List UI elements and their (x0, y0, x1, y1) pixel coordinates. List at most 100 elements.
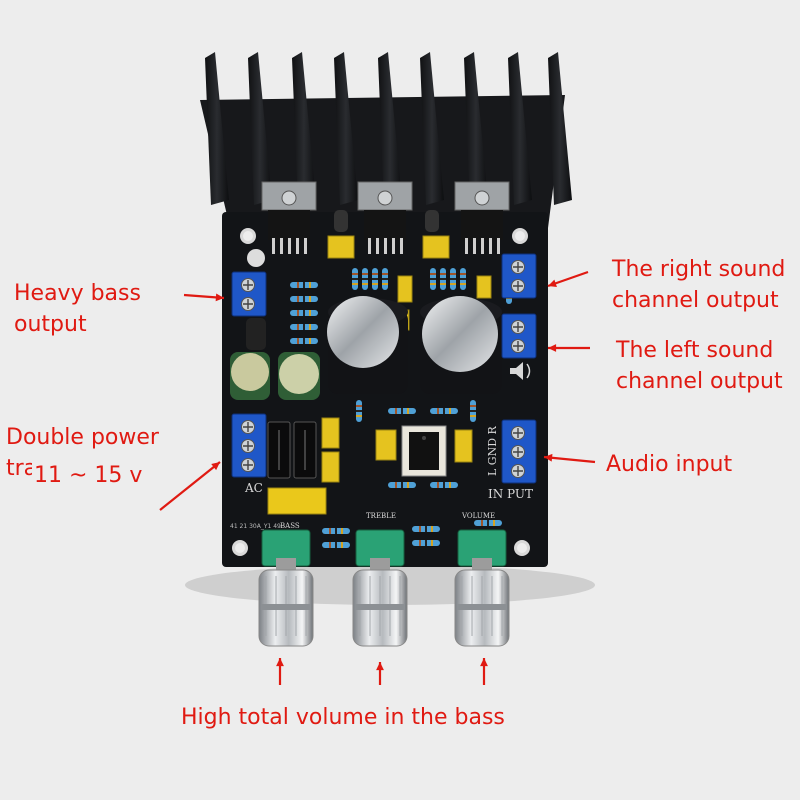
ic-pin (384, 238, 387, 254)
heavy-bass-output-label: Heavy bass output (14, 281, 141, 337)
resistor-band (341, 542, 343, 548)
resistor-band (341, 528, 343, 534)
ic-pin (481, 238, 484, 254)
resistor-band (372, 283, 378, 285)
arrow-head (544, 453, 553, 462)
arrow-head (215, 293, 224, 302)
resistor-band (297, 324, 299, 330)
terminal-screw-slot (243, 460, 253, 470)
double-power-label: Double power tra (6, 425, 159, 481)
terminal-screw-slot (513, 447, 523, 457)
resistor-band (297, 282, 299, 288)
knob-band (355, 604, 405, 610)
heatsink-fin (248, 52, 272, 205)
resistor-band (450, 273, 456, 275)
filter-capacitors (230, 210, 439, 400)
resistor-band (309, 324, 311, 330)
ic-pin (400, 238, 403, 254)
pot-shaft (370, 558, 390, 572)
power-ic-group (261, 181, 510, 254)
resistor-band (431, 540, 433, 546)
resistor-band (425, 526, 427, 532)
resistor-band (372, 273, 378, 275)
heatsink-fin (420, 52, 444, 205)
resistor-band (437, 408, 439, 414)
resistor-band (449, 482, 451, 488)
ic-pin (465, 238, 468, 254)
resistor-band (460, 273, 466, 275)
left-output-terminal (501, 313, 537, 359)
resistor-band (352, 283, 358, 285)
terminal-screw-slot (513, 322, 523, 332)
resistor-band (309, 282, 311, 288)
terminal-block (501, 253, 537, 299)
resistor-band (356, 405, 362, 407)
silk-ac-label: AC (244, 481, 263, 495)
arrow-audio-input (543, 453, 596, 464)
arrow-left-output (548, 344, 590, 352)
resistor-band (450, 278, 456, 280)
bass-knob (258, 569, 314, 647)
arrow-bass-output (183, 293, 225, 302)
rectifier-diodes (267, 421, 317, 479)
ic-body (268, 210, 310, 240)
right-output-terminal (501, 253, 537, 299)
resistor-band (460, 283, 466, 285)
resistor-band (335, 542, 337, 548)
resistor-band (470, 410, 476, 412)
resistor-band (356, 410, 362, 412)
resistor-band (395, 482, 397, 488)
knob-band (261, 604, 311, 610)
silk-model-label: 41 21 30A_Y1 49 (230, 523, 281, 530)
arrow-head (480, 658, 488, 667)
terminal-block (231, 271, 267, 317)
resistor-band (303, 338, 305, 344)
heatsink-fin (464, 52, 488, 205)
resistor-band (430, 283, 436, 285)
silk-input-label: IN PUT (488, 487, 533, 501)
audio-input-terminal (501, 419, 537, 484)
ic-pin (280, 238, 283, 254)
silk-volume-label: VOLUME (461, 512, 495, 520)
power-input-terminal (231, 413, 267, 478)
mount-hole (515, 231, 525, 241)
heatsink-fin (292, 52, 316, 205)
resistor-band (362, 283, 368, 285)
resistor-band (419, 526, 421, 532)
resistor-band (382, 273, 388, 275)
resistor-band (437, 482, 439, 488)
heatsink-fin (548, 52, 572, 205)
resistor-band (430, 278, 436, 280)
resistor-band (470, 405, 476, 407)
resistor-band (382, 283, 388, 285)
terminal-screw-slot (513, 281, 523, 291)
ic-screw (281, 190, 297, 206)
audio-input-label: Audio input (606, 452, 733, 477)
volume-potentiometer (457, 529, 507, 572)
resistor-band (309, 296, 311, 302)
ic-pin (392, 238, 395, 254)
resistor-band (440, 273, 446, 275)
arrow-head (211, 462, 220, 471)
ic-body (364, 210, 406, 240)
ic-pin (497, 238, 500, 254)
resistor-band (450, 283, 456, 285)
resistor-band (407, 482, 409, 488)
resistor-band (382, 278, 388, 280)
arrow-head (376, 662, 384, 671)
arrow-shaft (159, 461, 221, 511)
resistor-band (309, 310, 311, 316)
heatsink-fin (508, 52, 532, 205)
resistor-band (401, 482, 403, 488)
resistor-band (481, 520, 483, 526)
arrow-bass-knob (276, 658, 284, 685)
heatsink-fin (205, 52, 229, 205)
terminal-screw-slot (243, 422, 253, 432)
arrow-treble-knob (376, 662, 384, 685)
pot-shaft (276, 558, 296, 572)
ic-pin (368, 238, 371, 254)
resistor-band (352, 278, 358, 280)
resistor-band (440, 283, 446, 285)
resistor-band (470, 415, 476, 417)
